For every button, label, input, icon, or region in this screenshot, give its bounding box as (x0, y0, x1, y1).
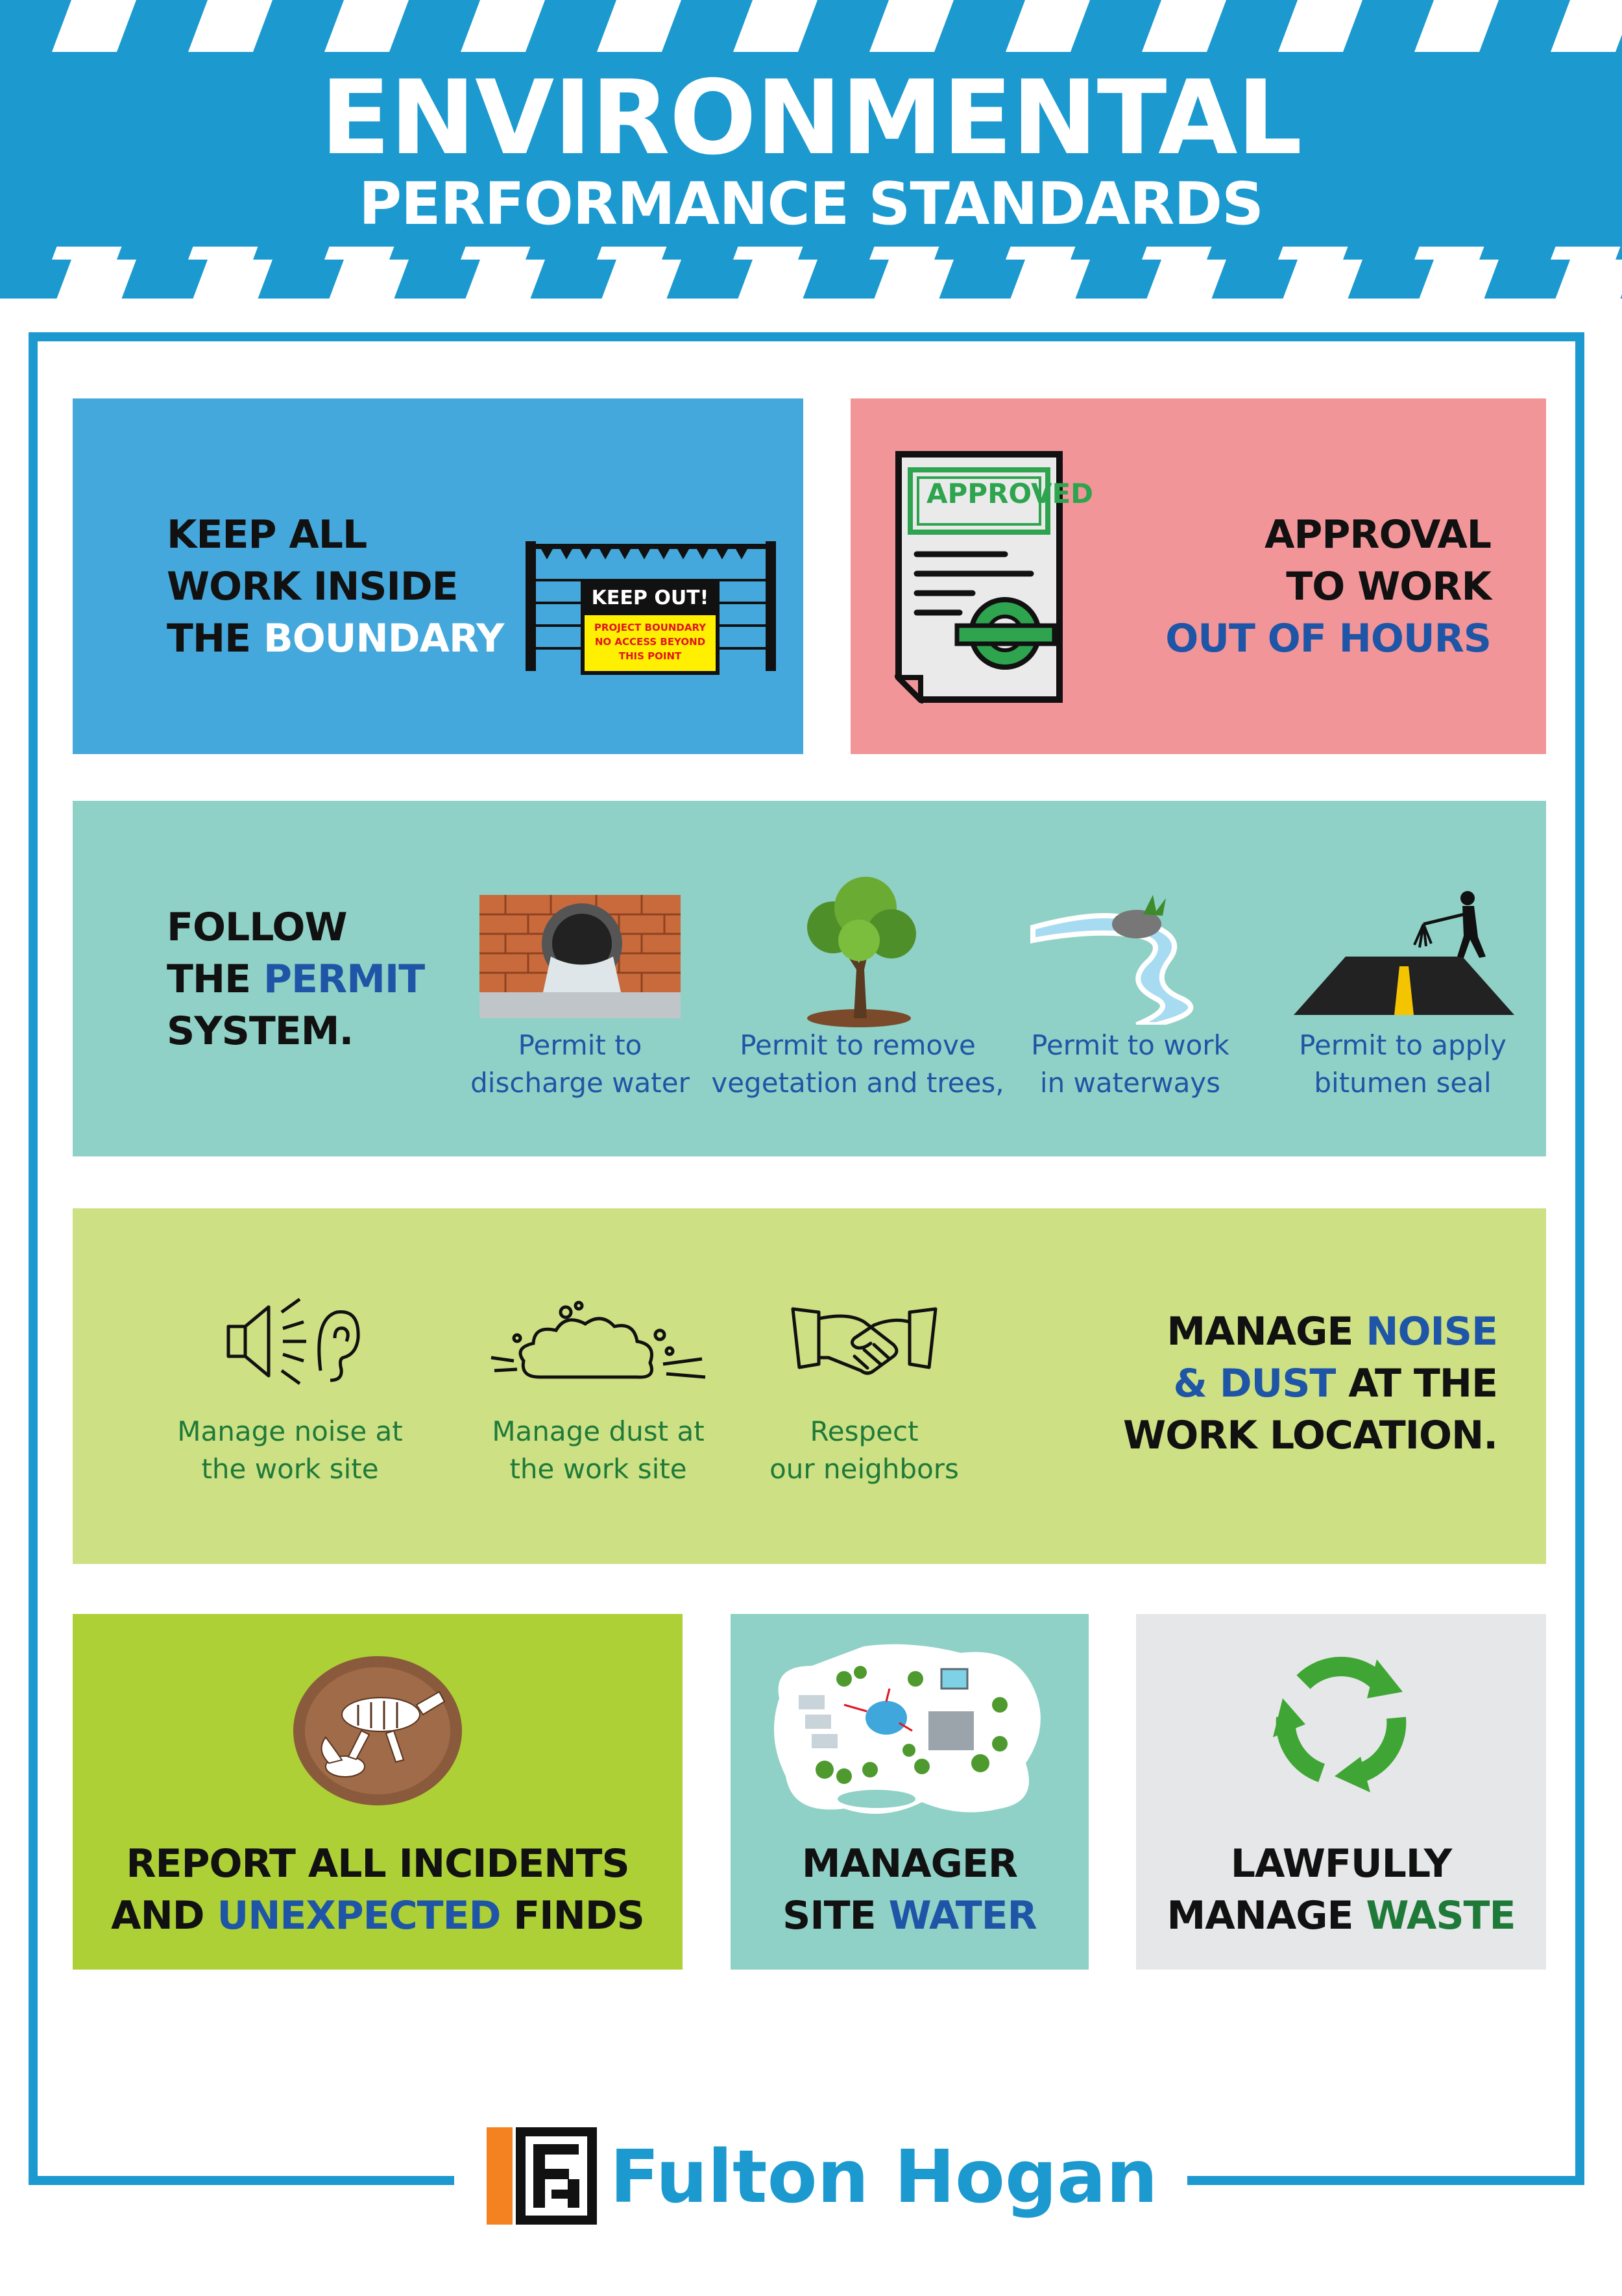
permit-panel: FOLLOW THE PERMIT SYSTEM. (73, 801, 1546, 1156)
waste-panel: LAWFULLY MANAGE WASTE (1136, 1614, 1546, 1970)
bitumen-road-icon (1294, 891, 1514, 1015)
incidents-heading: REPORT ALL INCIDENTS AND UNEXPECTED FIND… (111, 1841, 645, 1938)
hazard-stripe-banner (0, 0, 1622, 299)
dust-caption: Manage dust at the work site (492, 1415, 705, 1485)
keep-out-sign: KEEP OUT! PROJECT BOUNDARY NO ACCESS BEY… (581, 579, 720, 675)
fulton-hogan-logo-icon (487, 2127, 597, 2225)
dust-icon (490, 1301, 706, 1379)
handshake-icon (791, 1307, 938, 1375)
noise-dust-panel: Manage noise at the work site Manage dus… (73, 1208, 1546, 1564)
permit-caption-vegetation: Permit to remove vegetation and trees, (711, 1029, 1004, 1099)
waste-heading: LAWFULLY MANAGE WASTE (1167, 1841, 1516, 1938)
approval-panel: APPROVED APPROVAL TO WORK OUT OF HOURS (851, 398, 1546, 754)
permit-caption-discharge: Permit to discharge water (470, 1029, 690, 1099)
drain-pipe-icon (479, 895, 681, 1018)
site-map-icon (774, 1644, 1041, 1814)
neighbors-caption: Respect our neighbors (769, 1415, 959, 1485)
permit-heading: FOLLOW THE PERMIT SYSTEM. (167, 905, 425, 1054)
permit-caption-bitumen: Permit to apply bitumen seal (1299, 1029, 1507, 1099)
header-banner (0, 0, 1622, 311)
boundary-panel: KEEP ALL WORK INSIDE THE BOUNDARY KEEP O… (73, 398, 803, 754)
approved-document-icon (895, 451, 1063, 703)
approved-stamp: APPROVED (926, 478, 1094, 509)
waterway-icon (1030, 895, 1194, 1025)
boundary-heading: KEEP ALL WORK INSIDE THE BOUNDARY (167, 512, 504, 661)
fossil-icon (293, 1656, 462, 1805)
site-water-heading: MANAGER SITE WATER (782, 1841, 1037, 1938)
page-title: ENVIRONMENTAL (320, 58, 1302, 178)
tree-icon (807, 877, 916, 1027)
permit-caption-waterways: Permit to work in waterways (1031, 1029, 1229, 1099)
noise-dust-heading: MANAGE NOISE & DUST AT THE WORK LOCATION… (1123, 1309, 1498, 1458)
site-water-panel: MANAGER SITE WATER (731, 1614, 1089, 1970)
recycle-icon (1273, 1656, 1407, 1792)
fence-icon (526, 541, 776, 671)
fulton-hogan-logo-text: Fulton Hogan (610, 2135, 1158, 2219)
page-subtitle: PERFORMANCE STANDARDS (359, 170, 1264, 238)
approval-heading: APPROVAL TO WORK OUT OF HOURS (1165, 512, 1492, 661)
noise-caption: Manage noise at the work site (177, 1415, 403, 1485)
noise-icon (226, 1297, 360, 1386)
incidents-panel: REPORT ALL INCIDENTS AND UNEXPECTED FIND… (73, 1614, 683, 1970)
